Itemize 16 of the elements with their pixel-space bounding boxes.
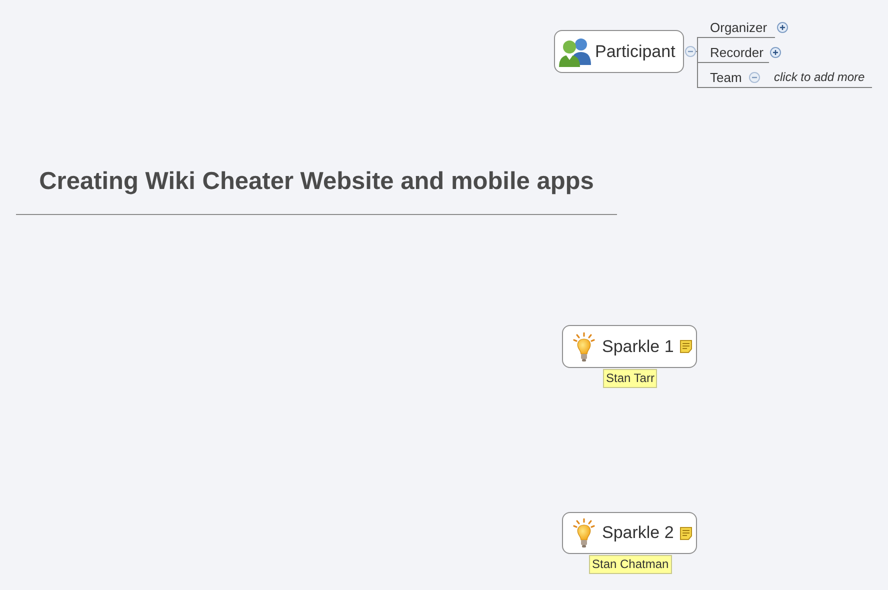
topic-box [562, 325, 697, 368]
topic-text: Participant [595, 42, 676, 62]
topic-text: Sparkle 2 [602, 523, 674, 543]
map-title: Creating Wiki Cheater Website and mobile apps [38, 167, 595, 197]
topic-text: Sparkle 1 [602, 336, 674, 356]
name-tag: Stan Chatman [589, 555, 672, 574]
topic-box [554, 30, 684, 73]
name-tag: Stan Tarr [603, 369, 658, 388]
connector-line [696, 51, 698, 88]
topic-box [562, 512, 697, 554]
connector-line [696, 37, 698, 52]
topic-text: Team [710, 70, 742, 84]
topic-text: Organizer [710, 20, 768, 34]
hint-text: click to add more [774, 70, 865, 84]
connector-line [764, 87, 772, 88]
topic-text: Recorder [710, 44, 764, 60]
